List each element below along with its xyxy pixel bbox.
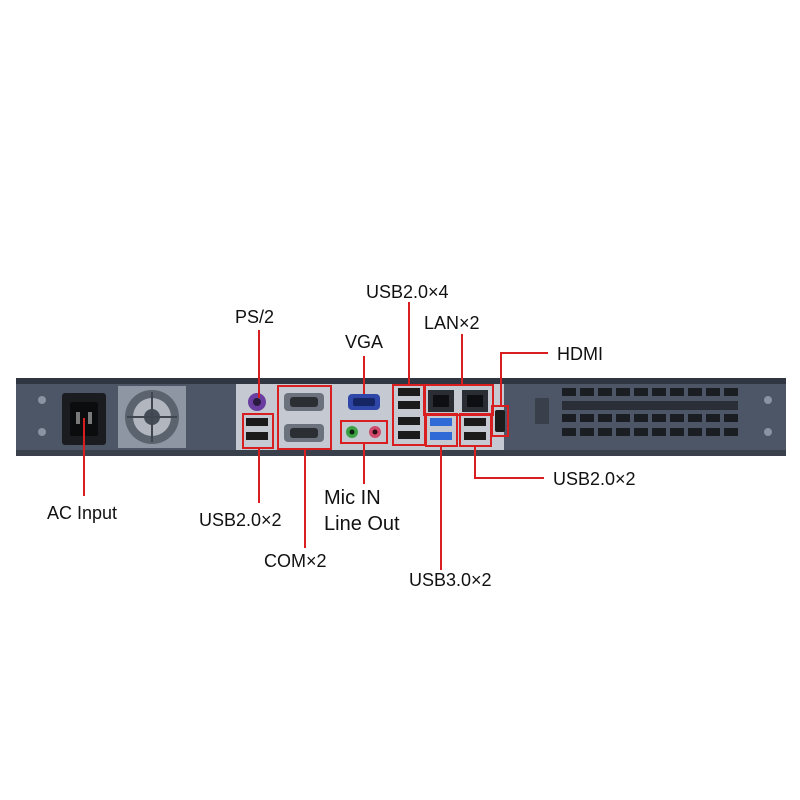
callouts <box>83 302 548 570</box>
label-usb20-x2-right: USB2.0×2 <box>553 469 636 489</box>
callout-box-lan <box>423 384 494 416</box>
audio-jacks <box>346 426 381 438</box>
label-ps2: PS/2 <box>235 307 275 327</box>
usb20-left-ports <box>246 418 268 440</box>
label-line-out: Line Out <box>324 513 400 535</box>
label-vga: VGA <box>345 332 384 352</box>
usb30-ports <box>430 418 452 440</box>
ps2-port <box>248 393 266 411</box>
label-usb20-x2-left: USB2.0×2 <box>199 510 282 530</box>
label-ac-input: AC Input <box>47 503 118 523</box>
label-com-x2: COM×2 <box>264 551 327 571</box>
com-ports <box>284 393 324 442</box>
callout-line-hdmi <box>500 352 548 406</box>
callout-line-usb20-right <box>474 446 544 479</box>
label-hdmi: HDMI <box>557 344 603 364</box>
label-mic-in: Mic IN <box>324 487 381 509</box>
psu-fan <box>118 386 186 448</box>
vga-port <box>348 394 380 410</box>
label-usb20-x4: USB2.0×4 <box>366 282 449 302</box>
label-lan-x2: LAN×2 <box>424 313 480 333</box>
expansion-slot-vents <box>535 388 738 436</box>
usb20-right-ports <box>464 418 486 440</box>
label-usb30-x2: USB3.0×2 <box>409 570 492 590</box>
usb20-stack-ports <box>398 388 420 439</box>
hdmi-port <box>495 410 505 432</box>
lan-ports <box>428 390 488 412</box>
ac-input-socket <box>62 393 106 445</box>
